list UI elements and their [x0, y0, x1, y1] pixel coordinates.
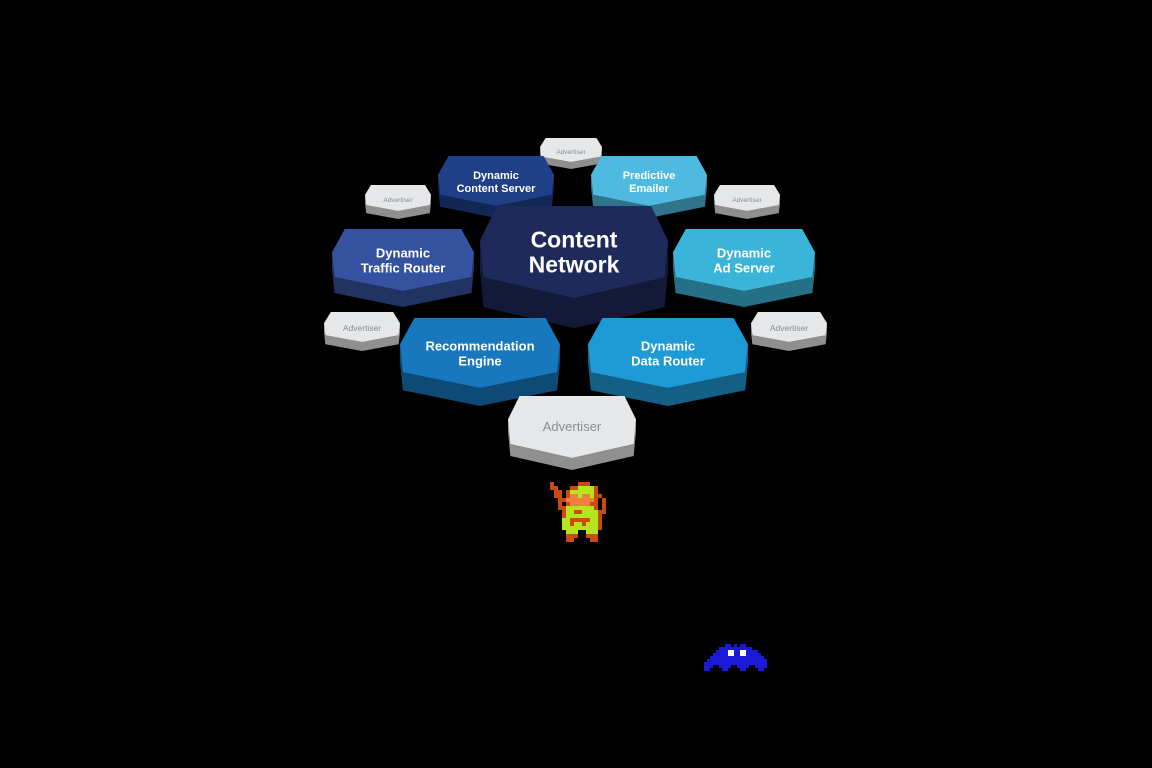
advertiser-left-top-label: Advertiser — [383, 197, 413, 204]
node-recommendation-engine-label-line1: Recommendation — [425, 338, 534, 353]
node-recommendation-engine-label-line2: Engine — [458, 353, 501, 368]
node-dynamic-traffic-router-label-line1: Dynamic — [376, 245, 430, 260]
advertiser-left-top[interactable]: Advertiser — [365, 185, 431, 219]
node-content-network-label-line2: Network — [529, 251, 620, 277]
advertiser-right-label: Advertiser — [770, 323, 808, 333]
node-predictive-emailer-label-line2: Emailer — [629, 183, 669, 195]
advertiser-left-label: Advertiser — [343, 323, 381, 333]
node-predictive-emailer-label-line1: Predictive — [623, 170, 676, 182]
advertiser-top[interactable]: Advertiser — [540, 138, 602, 169]
node-dynamic-ad-server-label-line2: Ad Server — [713, 260, 774, 275]
node-dynamic-data-router-label-line2: Data Router — [631, 353, 705, 368]
node-content-network-label-line1: Content — [531, 226, 618, 252]
advertiser-top-label: Advertiser — [556, 149, 586, 156]
node-dynamic-data-router-label-line1: Dynamic — [641, 338, 695, 353]
node-dynamic-content-server-label-line1: Dynamic — [473, 170, 519, 182]
advertiser-right-top[interactable]: Advertiser — [714, 185, 780, 219]
node-dynamic-content-server-label-line2: Content Server — [457, 183, 537, 195]
advertiser-left[interactable]: Advertiser — [324, 312, 400, 351]
node-dynamic-ad-server-label-line1: Dynamic — [717, 245, 771, 260]
advertiser-right-top-label: Advertiser — [732, 197, 762, 204]
octorok-sprite-icon[interactable] — [704, 644, 767, 671]
advertiser-right[interactable]: Advertiser — [751, 312, 827, 351]
node-dynamic-traffic-router-label-line2: Traffic Router — [361, 260, 446, 275]
advertiser-bottom-label: Advertiser — [543, 419, 602, 434]
link-sprite-icon[interactable] — [550, 482, 606, 542]
advertiser-bottom[interactable]: Advertiser — [508, 396, 636, 470]
